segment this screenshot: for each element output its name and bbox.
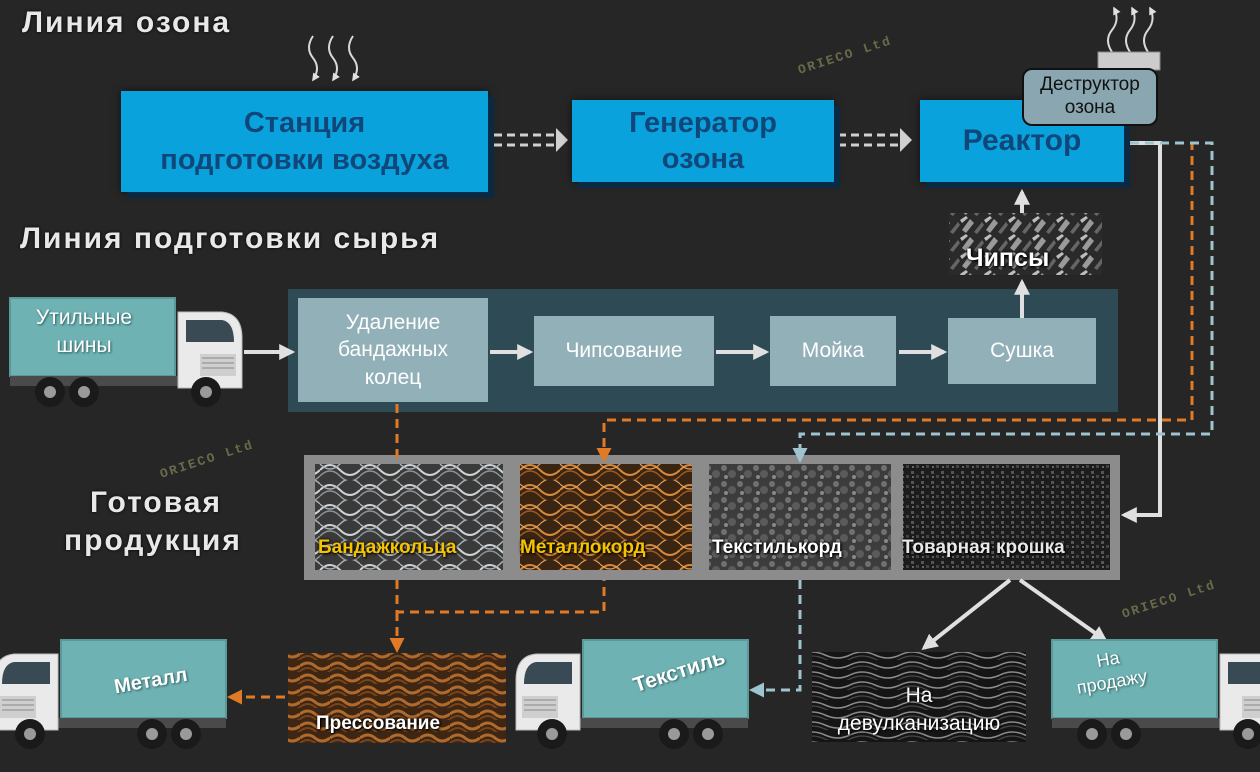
devulc-label: На девулканизацию: [812, 682, 1026, 739]
exhaust-arrows: [1107, 6, 1157, 53]
air-station-line1: Станция: [243, 107, 366, 140]
removal-line1: Удаление: [345, 311, 441, 335]
section-raw-line: Линия подготовки сырья: [20, 222, 441, 255]
caption-bands: Бандажкольца: [318, 537, 457, 558]
caption-textilecord: Текстилькорд: [712, 537, 842, 558]
generator-line2: озона: [661, 143, 745, 175]
chipping-label: Чипсование: [565, 339, 683, 363]
chips-label: Чипсы: [966, 244, 1050, 272]
box-washing: Мойка: [770, 316, 896, 386]
metalcord-image: [520, 464, 692, 570]
tires-line2: шины: [56, 334, 112, 358]
destructor-line2: озона: [1064, 97, 1116, 118]
crumb-image: [903, 464, 1110, 570]
bands-image: [315, 464, 503, 570]
box-band-removal: Удаление бандажных колец: [298, 298, 488, 402]
devulc-line2: девулканизацию: [837, 712, 1001, 736]
pressing-label: Прессование: [316, 713, 441, 734]
reactor-label: Реактор: [962, 124, 1082, 158]
box-ozone-generator: Генератор озона: [572, 100, 834, 182]
truck-metal: [0, 639, 227, 750]
generator-line1: Генератор: [629, 106, 777, 139]
textilecord-image: [709, 464, 891, 570]
textile-flow-lines: [749, 141, 1214, 698]
reactor-output-line: [1120, 141, 1162, 523]
devulc-line1: На: [905, 684, 933, 707]
caption-metalcord: Металлокорд: [520, 537, 646, 558]
ozone-flow-arrows: [494, 133, 900, 147]
section-products-line2: продукция: [64, 524, 242, 557]
raw-flow-arrows: [244, 188, 1030, 360]
crumb-output-arrows: [921, 578, 1108, 650]
tires-line1: Утильные: [35, 306, 133, 329]
removal-line2: бандажных: [338, 338, 448, 362]
pressing-image: [288, 653, 506, 743]
section-ozone-line: Линия озона: [22, 6, 232, 39]
destructor-line1: Деструктор: [1040, 74, 1140, 96]
caption-crumb: Товарная крошка: [902, 537, 1065, 558]
section-products-line1: Готовая: [90, 486, 222, 519]
chips-image: [949, 213, 1102, 275]
air-intake-arrows: [308, 35, 360, 82]
metal-flow-lines: [227, 141, 1194, 705]
removal-line3: колец: [364, 365, 422, 389]
drying-label: Сушка: [990, 339, 1054, 363]
air-station-line2: подготовки воздуха: [160, 143, 449, 176]
devulc-image: [812, 652, 1026, 742]
box-chipping: Чипсование: [534, 316, 714, 386]
washing-label: Мойка: [801, 339, 865, 363]
tires-label: Утильные шины: [14, 304, 154, 361]
box-drying: Сушка: [948, 318, 1096, 384]
